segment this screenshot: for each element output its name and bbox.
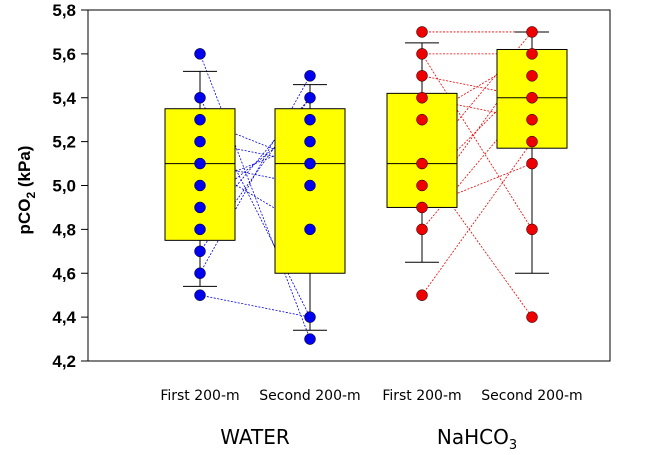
data-point (304, 311, 316, 323)
data-point (416, 26, 428, 38)
group-label: NaHCO3 (437, 425, 517, 453)
paired-lines (199, 31, 533, 340)
y-axis-ticks: 4,2 4,4 4,6 4,8 5,0 5,2 5,4 5,6 5,8 (52, 1, 88, 371)
data-point (416, 70, 428, 82)
data-point (304, 113, 316, 126)
y-tick-label: 5,6 (52, 45, 76, 64)
category-label: First 200-m (382, 388, 461, 404)
data-point (304, 157, 316, 170)
data-point (416, 201, 428, 214)
pair-link (421, 53, 533, 230)
category-label: Second 200-m (259, 388, 360, 404)
data-point (416, 48, 428, 60)
data-point (416, 223, 428, 236)
boxes (164, 31, 568, 331)
data-point (526, 48, 538, 60)
group-label: WATER (220, 425, 290, 449)
y-tick-label: 4,4 (52, 308, 76, 327)
group-label-main: WATER (220, 425, 290, 449)
plot-area-frame (87, 9, 611, 362)
group-label-subscript: 3 (509, 438, 517, 453)
pair-link (199, 294, 311, 318)
data-point (526, 135, 538, 148)
data-point (416, 179, 428, 192)
data-point (304, 70, 316, 82)
data-point (194, 135, 206, 148)
data-point (526, 26, 538, 38)
y-tick-label: 4,6 (52, 264, 76, 283)
pair-link (199, 97, 311, 318)
data-point (416, 289, 428, 301)
data-point (526, 113, 538, 126)
data-point (416, 157, 428, 170)
data-point (304, 92, 316, 104)
group-labels: WATER NaHCO3 (220, 425, 517, 453)
y-axis-label-subscript: 2 (24, 192, 38, 199)
data-point (304, 333, 316, 345)
data-point (194, 289, 206, 301)
category-label: Second 200-m (481, 388, 582, 404)
data-point (194, 201, 206, 214)
y-axis-label-main: pCO (15, 199, 34, 235)
data-point (304, 135, 316, 148)
data-point (194, 157, 206, 170)
y-tick-label: 5,0 (52, 177, 76, 196)
y-axis-label: pCO2 (kPa) (15, 146, 38, 235)
group-label-main: NaHCO (437, 425, 509, 449)
y-tick-label: 4,8 (52, 220, 76, 239)
pair-link (421, 163, 533, 208)
data-point (526, 157, 538, 170)
data-points (194, 26, 538, 345)
data-point (526, 223, 538, 236)
data-point (194, 113, 206, 126)
data-point (526, 70, 538, 82)
category-label: First 200-m (160, 388, 239, 404)
y-tick-label: 4,2 (52, 352, 76, 371)
category-labels: First 200-m Second 200-m First 200-m Second… (160, 388, 582, 404)
pair-link (199, 53, 311, 340)
data-point (194, 245, 206, 258)
data-point (194, 179, 206, 192)
pair-link (199, 75, 311, 274)
data-point (194, 223, 206, 236)
y-tick-label: 5,4 (52, 89, 76, 108)
y-tick-label: 5,2 (52, 133, 76, 152)
data-point (304, 179, 316, 192)
box (164, 108, 236, 241)
data-point (194, 267, 206, 279)
data-point (194, 48, 206, 60)
y-tick-label: 5,8 (52, 1, 76, 20)
data-point (304, 223, 316, 236)
data-point (416, 113, 428, 126)
data-point (526, 311, 538, 323)
data-point (194, 92, 206, 104)
data-point (416, 92, 428, 104)
y-axis-label-unit: (kPa) (15, 146, 34, 192)
data-point (526, 92, 538, 104)
